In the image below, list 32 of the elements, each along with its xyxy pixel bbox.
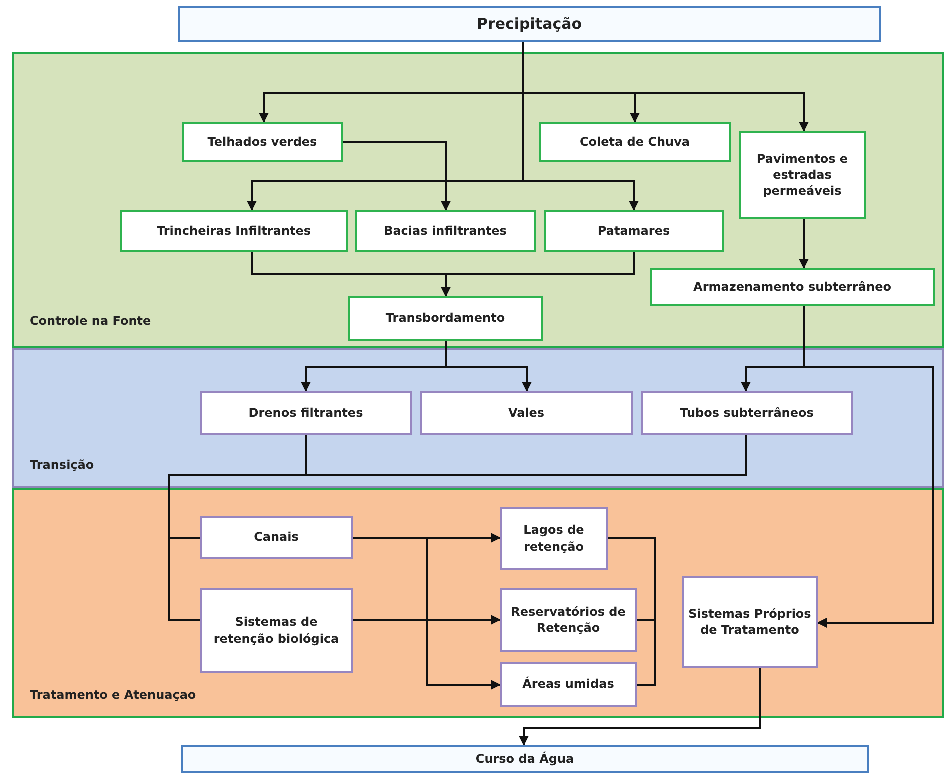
- connector-arrow: [353, 615, 501, 625]
- process-box: Lagos de retenção: [500, 507, 608, 570]
- zone-band: [12, 52, 944, 348]
- connector-arrow: [799, 219, 809, 269]
- process-box: Sistemas de retenção biológica: [200, 588, 353, 673]
- process-box: Canais: [200, 516, 353, 559]
- zone-band: [12, 488, 944, 718]
- connector-arrow: [353, 537, 501, 690]
- zone-band: [12, 348, 944, 488]
- process-box: Coleta de Chuva: [539, 122, 731, 162]
- process-box: Trincheiras Infiltrantes: [120, 210, 348, 252]
- process-box: Transbordamento: [348, 296, 543, 341]
- connector-arrow: [168, 434, 747, 621]
- process-box: Pavimentos e estradas permeáveis: [739, 131, 866, 219]
- connector-arrow: [441, 252, 635, 297]
- process-box: Áreas umidas: [500, 662, 637, 707]
- connector-arrow: [343, 141, 451, 211]
- zone-label: Tratamento e Atenuaçao: [30, 688, 196, 702]
- process-box: Telhados verdes: [182, 122, 343, 162]
- process-box: Drenos filtrantes: [200, 391, 412, 435]
- process-box: Bacias infiltrantes: [355, 210, 536, 252]
- process-box: Curso da Água: [181, 745, 869, 773]
- process-box: Vales: [420, 391, 633, 435]
- process-box: Patamares: [544, 210, 724, 252]
- process-box: Reservatórios de Retenção: [500, 588, 637, 652]
- zone-label: Transição: [30, 458, 94, 472]
- process-box: Sistemas Próprios de Tratamento: [682, 576, 818, 668]
- process-box: Precipitação: [178, 6, 881, 42]
- connector-arrow: [519, 668, 761, 746]
- process-box: Armazenamento subterrâneo: [650, 268, 935, 306]
- zone-label: Controle na Fonte: [30, 314, 152, 328]
- process-box: Tubos subterrâneos: [641, 391, 853, 435]
